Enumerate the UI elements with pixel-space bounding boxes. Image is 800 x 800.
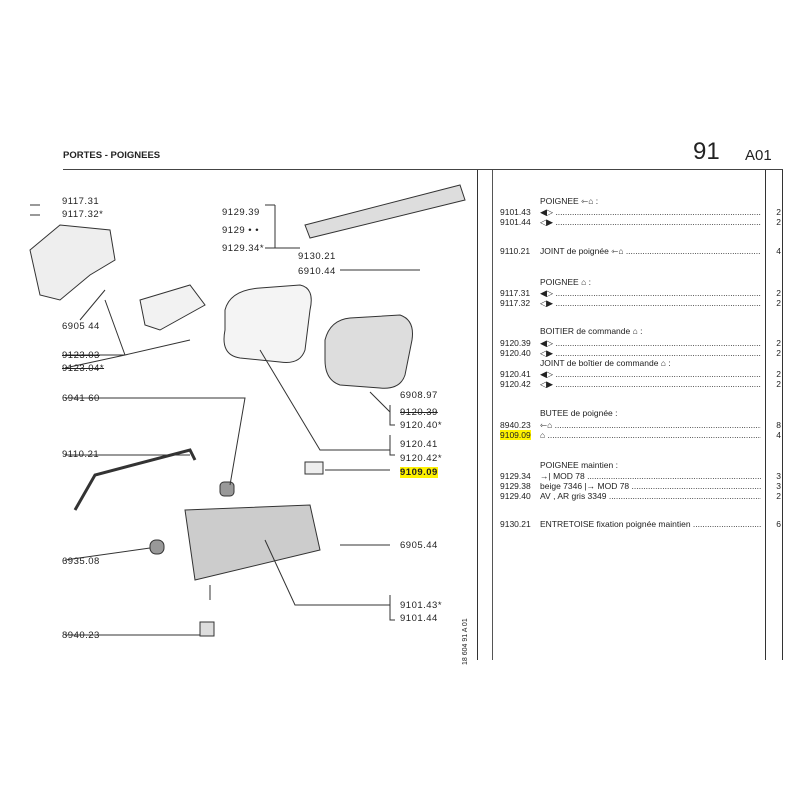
qty: 8 [776, 420, 781, 430]
table-row: 9120.39 ◀▷ 2 [500, 338, 783, 349]
group-heading: POIGNEE ⌂ : [540, 277, 591, 287]
diagram-label: 9130.21 [298, 251, 336, 262]
divider [782, 170, 783, 660]
table-row: 9129.38 beige 7346 |→ MOD 78 3 [500, 481, 783, 492]
diagram-label: 6905 44 [62, 321, 100, 332]
table-row: 9120.41 ◀▷ 2 [500, 369, 783, 380]
qty: 2 [776, 338, 781, 348]
table-row: 9129.40 AV , AR gris 3349 2 [500, 491, 783, 502]
qty: 3 [776, 471, 781, 481]
group-number: 91 [693, 138, 720, 165]
table-row: 8940.23 ⇽⌂ 8 [500, 420, 783, 431]
ref: 8940.23 [500, 420, 531, 430]
desc: ⇽⌂ [540, 420, 761, 431]
qty: 2 [776, 207, 781, 217]
table-row: 9117.31 ◀▷ 2 [500, 288, 783, 299]
desc: ◀▷ [540, 369, 761, 380]
qty: 2 [776, 217, 781, 227]
diagram-label: 6910.44 [298, 266, 336, 277]
desc: ◁▶ [540, 348, 761, 359]
ref: 9101.44 [500, 217, 531, 227]
table-row: 9101.43 ◀▷ 2 [500, 207, 783, 218]
page-code: A01 [745, 147, 772, 164]
diagram-label: 9123.04* [62, 363, 105, 374]
ref: 9101.43 [500, 207, 531, 217]
diagram-label: 9117.31 [62, 196, 100, 207]
ref: 9130.21 [500, 519, 531, 529]
ref: 9120.41 [500, 369, 531, 379]
group-heading: POIGNEE ⇽⌂ : [540, 196, 599, 206]
diagram-label: 9129.39 [222, 207, 260, 218]
ref: 9110.21 [500, 246, 531, 256]
desc: ENTRETOISE fixation poignée maintien [540, 519, 761, 529]
section-title: PORTES - POIGNEES [63, 150, 161, 161]
diagram-label: 8940.23 [62, 630, 100, 641]
table-row-highlighted: 9109.09 ⌂ 4 [500, 430, 783, 441]
desc: ◀▷ [540, 288, 761, 299]
ref: 9129.40 [500, 491, 531, 501]
ref: 9120.39 [500, 338, 531, 348]
qty: 2 [776, 379, 781, 389]
desc: ◀▷ [540, 338, 761, 349]
divider [492, 170, 493, 660]
diagram-label: 9129 • • [222, 225, 260, 236]
desc: JOINT de poignée ⇽⌂ [540, 246, 761, 257]
diagram-label: 9101.44 [400, 613, 438, 624]
qty: 2 [776, 348, 781, 358]
qty: 2 [776, 288, 781, 298]
diagram-label-highlighted: 9109.09 [400, 467, 438, 478]
ref: 9117.32 [500, 298, 531, 308]
table-row: 9120.42 ◁▶ 2 [500, 379, 783, 390]
qty: 2 [776, 369, 781, 379]
desc: ◀▷ [540, 207, 761, 218]
table-row: 9120.40 ◁▶ 2 [500, 348, 783, 359]
desc: ◁▶ [540, 379, 761, 390]
divider [765, 170, 766, 660]
group-heading: POIGNEE maintien : [540, 460, 618, 470]
desc: AV , AR gris 3349 [540, 491, 761, 501]
side-reference-code: 18 604 91 A 01 [462, 618, 469, 665]
table-row: 9130.21 ENTRETOISE fixation poignée maint… [500, 519, 783, 530]
ref: 9109.09 [500, 430, 531, 440]
ref: 9129.38 [500, 481, 531, 491]
qty: 3 [776, 481, 781, 491]
diagram-label: 6908.97 [400, 390, 438, 401]
diagram-label: 6905.44 [400, 540, 438, 551]
ref: 9120.40 [500, 348, 531, 358]
diagram-label: 6941 60 [62, 393, 100, 404]
table-row: 9117.32 ◁▶ 2 [500, 298, 783, 309]
group-heading: BUTEE de poignée : [540, 408, 618, 418]
desc: beige 7346 |→ MOD 78 [540, 481, 761, 491]
desc: ◁▶ [540, 217, 761, 228]
desc: →| MOD 78 [540, 471, 761, 481]
desc: ◁▶ [540, 298, 761, 309]
diagram-label: 9120.39 [400, 407, 438, 418]
diagram-label: 9110.21 [62, 449, 100, 460]
qty: 2 [776, 298, 781, 308]
desc: ⌂ [540, 430, 761, 440]
diagram-label: 9120.42* [400, 453, 443, 464]
qty: 4 [776, 430, 781, 440]
ref: 9117.31 [500, 288, 531, 298]
ref: 9129.34 [500, 471, 531, 481]
table-row: 9110.21 JOINT de poignée ⇽⌂ 4 [500, 246, 783, 257]
diagram-label: 9117.32* [62, 209, 104, 220]
diagram-label: 9101.43* [400, 600, 443, 611]
qty: 6 [776, 519, 781, 529]
divider [477, 170, 478, 660]
table-row: 9101.44 ◁▶ 2 [500, 217, 783, 228]
diagram-label: 9120.40* [400, 420, 443, 431]
diagram-label: 6935.08 [62, 556, 100, 567]
diagram-label: 9120.41 [400, 439, 438, 450]
qty: 4 [776, 246, 781, 256]
group-heading: BOITIER de commande ⌂ : [540, 326, 643, 336]
table-row: 9129.34 →| MOD 78 3 [500, 471, 783, 482]
diagram-label: 9123.03 [62, 350, 100, 361]
header-rule [63, 169, 783, 170]
group-heading: JOINT de boîtier de commande ⌂ : [540, 358, 671, 368]
diagram-label: 9129.34* [222, 243, 265, 254]
qty: 2 [776, 491, 781, 501]
ref: 9120.42 [500, 379, 531, 389]
